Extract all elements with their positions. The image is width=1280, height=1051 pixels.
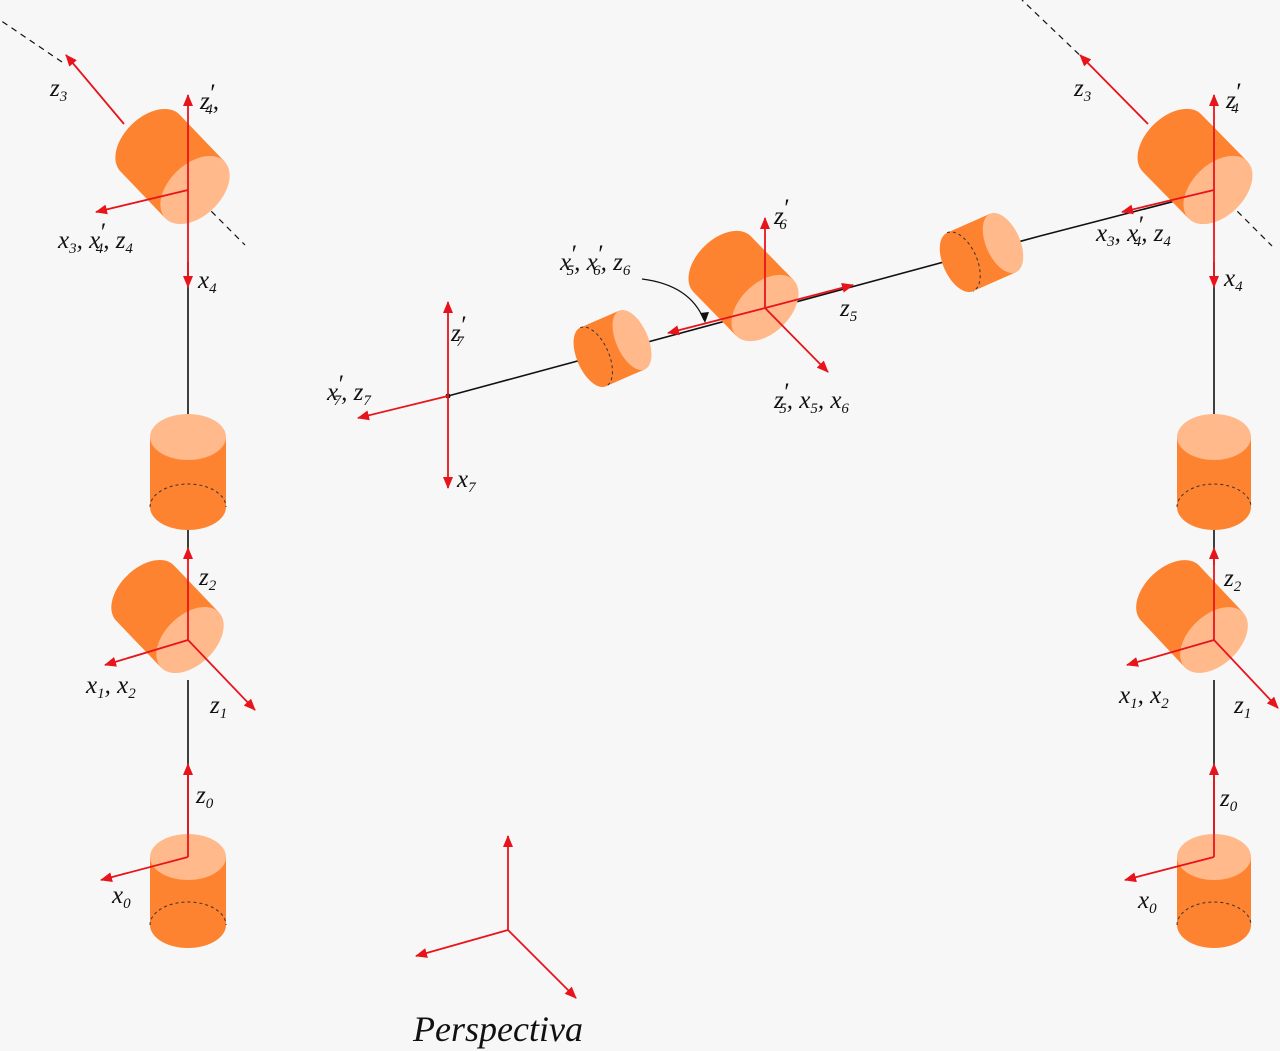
caption-perspectiva: Perspectiva — [412, 1009, 583, 1049]
left-label-z0: z0 — [195, 782, 214, 812]
left-axis-x3 — [95, 189, 189, 215]
wrist-axis-x5p — [667, 307, 766, 336]
wrist-label-z5p-x5-x6: z′5, x5, x6 — [773, 379, 849, 417]
tool-axis-x7p — [357, 395, 449, 421]
right-base-joint-body — [1177, 857, 1251, 948]
triad-axis-left — [415, 929, 509, 958]
right-label-z2: z2 — [1223, 565, 1242, 595]
wrist-joint-6-body — [688, 230, 794, 336]
left-label-x3-x4p-z4: x3, x′4, z4 — [57, 219, 133, 257]
tool-label-x7p-z7: x′7, z7 — [326, 371, 372, 409]
left-label-x4: x4 — [197, 267, 217, 297]
axes — [65, 54, 1279, 999]
joints — [111, 108, 1253, 948]
wrist-label-z5: z5 — [839, 295, 858, 325]
wrist-label-z6p: z′6 — [773, 195, 789, 233]
right-label-x1-x2: x1, x2 — [1118, 682, 1169, 712]
wrist-axis-z5p — [764, 307, 829, 373]
left-label-x0: x0 — [111, 882, 131, 912]
left-label-z1: z1 — [209, 692, 227, 722]
left-axis-x1 — [104, 639, 189, 667]
right-label-x3-x4p-z4: x3, x′4, z4 — [1095, 212, 1171, 250]
left-label-z4p: z′4, — [199, 80, 219, 118]
right-joint-3 — [1137, 108, 1253, 225]
right-joint-2-hidden-edge — [1176, 483, 1252, 508]
left-joint-3 — [115, 109, 230, 225]
labels: x0 z0 x1, x2 z1 z2 x4 x3, x′4, z4 z′4, z3 x0 z0 x1,… — [49, 75, 1251, 917]
right-joint-2-top-face — [1177, 414, 1251, 460]
left-axis-z3 — [65, 54, 125, 125]
wrist-axis-z5 — [764, 282, 854, 309]
wrist-joint-7-front-face — [612, 309, 652, 371]
left-joint-3-front-face — [160, 155, 230, 225]
right-axis-x1 — [1126, 639, 1215, 667]
left-joint-2-hidden-edge — [149, 483, 227, 508]
pointer-arrowhead — [700, 312, 709, 323]
wrist-joint-far-front-face — [982, 212, 1024, 274]
right-base-joint-hidden-edge — [1176, 901, 1252, 926]
right-label-z0: z0 — [1219, 785, 1238, 815]
right-axis-x0 — [1124, 856, 1215, 883]
left-joint-2-body — [150, 437, 226, 530]
left-label-z2: z2 — [198, 564, 217, 594]
left-label-x1-x2: x1, x2 — [85, 672, 136, 702]
left-joint-2-top-face — [150, 414, 226, 460]
right-label-z4p: z′4 — [1225, 79, 1241, 117]
left-base-joint-hidden-edge — [149, 901, 227, 926]
left-joint-1-body — [111, 560, 219, 668]
left-label-z3: z3 — [49, 75, 67, 105]
wrist-joint-7-hidden-edge — [580, 326, 613, 387]
right-joint-2-body — [1177, 437, 1251, 530]
left-z3-axis-dash-upper — [0, 19, 63, 63]
left-joint-1 — [111, 560, 224, 674]
wrist-label-x5p-x6p-z6: x′5, x′6, z6 — [559, 241, 631, 279]
right-label-x0: x0 — [1137, 887, 1157, 917]
wrist-joint-far-hidden-edge — [946, 231, 981, 292]
left-base-joint — [149, 834, 227, 948]
left-joint-2 — [149, 414, 227, 530]
right-joint-3-front-face — [1183, 155, 1253, 225]
triad-axis-right — [507, 929, 577, 999]
tool-label-z7p: z′7 — [450, 312, 466, 350]
right-axis-x3 — [1121, 189, 1215, 215]
right-label-z1: z1 — [1233, 692, 1251, 722]
right-axis-z1 — [1213, 639, 1279, 709]
tool-label-x7: x7 — [456, 466, 477, 496]
right-z3-axis-dash-upper — [1021, 0, 1088, 63]
left-joint-1-front-face — [156, 606, 224, 674]
wrist-joint-far — [939, 212, 1024, 293]
left-axis-z1 — [187, 639, 256, 711]
right-joint-2 — [1176, 414, 1252, 530]
right-axis-z3 — [1079, 54, 1149, 125]
right-joint-3-body — [1137, 108, 1248, 219]
wrist-joint-7 — [573, 309, 652, 387]
left-joint-3-body — [115, 109, 225, 219]
right-label-x4: x4 — [1223, 265, 1243, 295]
left-axis-x0 — [100, 856, 189, 883]
right-joint-1-body — [1136, 560, 1244, 668]
right-label-z3: z3 — [1073, 75, 1091, 105]
